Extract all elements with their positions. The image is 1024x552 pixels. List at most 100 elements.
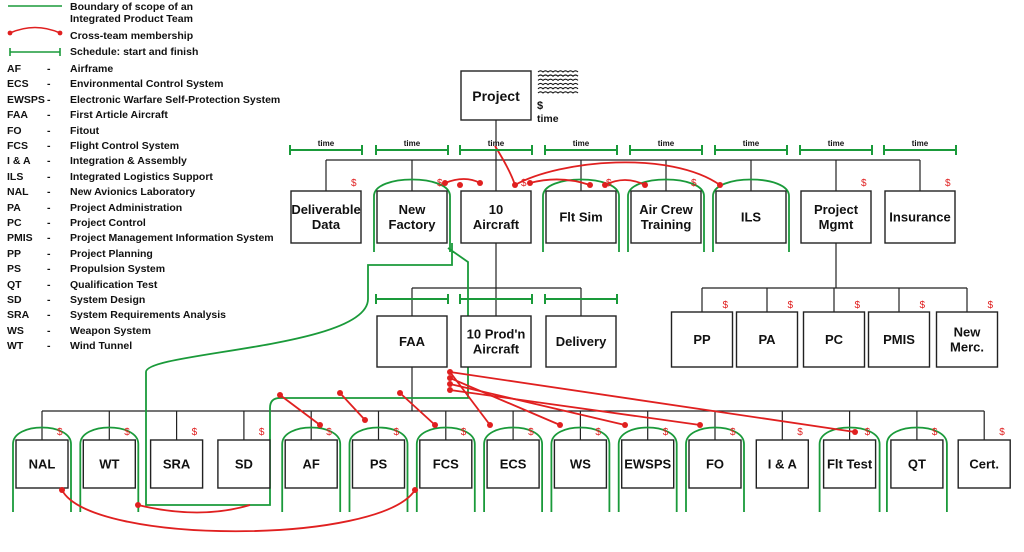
abbreviation-meaning: New Avionics Laboratory — [70, 186, 196, 199]
node-project-mgmt-box — [800, 190, 872, 244]
cross-team-dot — [852, 429, 858, 435]
node-10-aircraft-box — [460, 190, 532, 244]
abbreviation-code: PC — [7, 217, 22, 229]
node-ecs-box — [486, 439, 540, 489]
node-new-merc-box — [935, 311, 999, 368]
cost-waves-icon — [537, 70, 579, 94]
schedule-time-label: time — [488, 139, 505, 148]
abbreviation-code: ILS — [7, 170, 24, 183]
node-ils: ILS — [715, 190, 787, 244]
node-ps-label: PS — [370, 457, 388, 472]
node-wt-box — [82, 439, 137, 489]
node-flt-sim-box — [545, 190, 617, 244]
abbreviation-meaning: Airframe — [70, 63, 114, 75]
node-insurance-label: Insurance — [889, 210, 950, 225]
node-ws: WS $ — [553, 427, 608, 489]
wbs-nodes: Project$timeDeliverableData$NewFactory$1… — [15, 70, 1011, 489]
cross-team-dot — [135, 502, 141, 508]
node-fo-box — [688, 439, 742, 489]
abbreviation-meaning: Project Control — [70, 217, 146, 229]
project-root-node: Project$time — [460, 70, 579, 125]
node-ws-label: WS — [570, 457, 591, 472]
node-project-mgmt-label: Project — [814, 202, 859, 217]
abbreviation-meaning: System Design — [70, 294, 146, 306]
abbreviation-code: PS — [7, 263, 22, 276]
cross-team-link — [514, 161, 721, 186]
node-ps-box — [351, 439, 406, 489]
cost-dollar-marker: $ — [691, 178, 697, 189]
schedule-bar: time — [714, 139, 788, 155]
abbreviation-code: NAL — [7, 186, 29, 199]
cost-dollar-marker: $ — [595, 427, 601, 438]
cross-team-dot — [477, 180, 483, 186]
abbreviation-code: QT — [7, 278, 22, 291]
schedule-bar: time — [544, 139, 618, 155]
abbreviation-code: AF — [7, 63, 21, 75]
node-i-and-a-label: I & A — [768, 457, 798, 472]
schedule-bar: time — [289, 139, 363, 155]
abbreviation-meaning: Propulsion System — [70, 263, 166, 276]
legend-cross-team-label: Cross-team membership — [70, 30, 194, 42]
cost-dollar-marker: $ — [528, 427, 534, 438]
cost-dollar-marker: $ — [437, 178, 443, 189]
cross-team-link — [137, 504, 251, 514]
node-air-crew-training-box — [630, 190, 702, 244]
node-pa-label: PA — [758, 332, 776, 347]
cross-team-link — [339, 392, 366, 421]
schedule-time-label: time — [743, 139, 760, 148]
node-delivery: Delivery — [545, 315, 617, 368]
node-insurance: Insurance $ — [884, 178, 956, 244]
cross-team-link — [399, 392, 436, 426]
node-flt-test: Flt Test$ — [822, 427, 877, 489]
abbreviation-meaning: Project Planning — [70, 247, 153, 260]
node-fo: FO$ — [688, 427, 742, 489]
cost-dollar-marker: $ — [861, 178, 867, 189]
node-fo-label: FO — [706, 457, 724, 472]
abbreviation-code: SRA — [7, 309, 30, 322]
cross-team-dot — [622, 422, 628, 428]
cost-dollar-marker: $ — [920, 300, 926, 311]
tree-connectors — [41, 120, 985, 440]
abbreviation-code: I & A — [7, 155, 31, 168]
abbreviation-code: FO — [7, 124, 22, 137]
node-nal: NAL$ — [15, 427, 69, 489]
legend-schedule-label: Schedule: start and finish — [70, 46, 199, 58]
node-af-label: AF — [303, 457, 320, 472]
node-faa-box — [376, 315, 448, 368]
node-sra: SRA$ — [149, 427, 204, 489]
node-fcs: FCS$ — [419, 427, 473, 489]
node-pmis: PMIS$ — [867, 300, 931, 368]
abbreviation-meaning: Environmental Control System — [70, 78, 224, 91]
cross-team-dot — [397, 390, 403, 396]
schedule-time-label: time — [404, 139, 421, 148]
node-project-mgmt-label: Mgmt — [819, 217, 854, 232]
schedule-time-label: time — [828, 139, 845, 148]
node-sd: SD$ — [217, 427, 271, 489]
abbreviation-separator: - — [47, 278, 51, 291]
project-time-label: time — [537, 113, 559, 125]
node-flt-test-box — [822, 439, 877, 489]
abbreviation-meaning: Project Administration — [70, 201, 183, 214]
schedule-bar: time — [799, 139, 873, 155]
ipt-boundary-arc — [818, 426, 881, 512]
abbreviation-separator: - — [47, 247, 51, 260]
cost-dollar-marker: $ — [788, 300, 794, 311]
node-pp-box — [670, 311, 734, 368]
abbreviation-separator: - — [47, 124, 51, 137]
ipt-boundary-arc — [627, 178, 705, 252]
cost-wave — [537, 74, 579, 77]
cost-wave — [537, 70, 579, 73]
abbreviation-code: FAA — [7, 109, 28, 122]
cost-wave — [537, 78, 579, 82]
abbreviation-code: ECS — [7, 78, 29, 91]
cost-dollar-marker: $ — [461, 427, 467, 438]
abbreviation-separator: - — [47, 217, 51, 229]
node-pc-box — [802, 311, 866, 368]
cross-team-link — [449, 377, 561, 426]
cross-team-dot — [442, 180, 448, 186]
cost-dollar-marker: $ — [945, 178, 951, 189]
cross-team-dot — [697, 422, 703, 428]
cross-team-link — [604, 179, 646, 186]
abbreviation-separator: - — [47, 232, 51, 245]
